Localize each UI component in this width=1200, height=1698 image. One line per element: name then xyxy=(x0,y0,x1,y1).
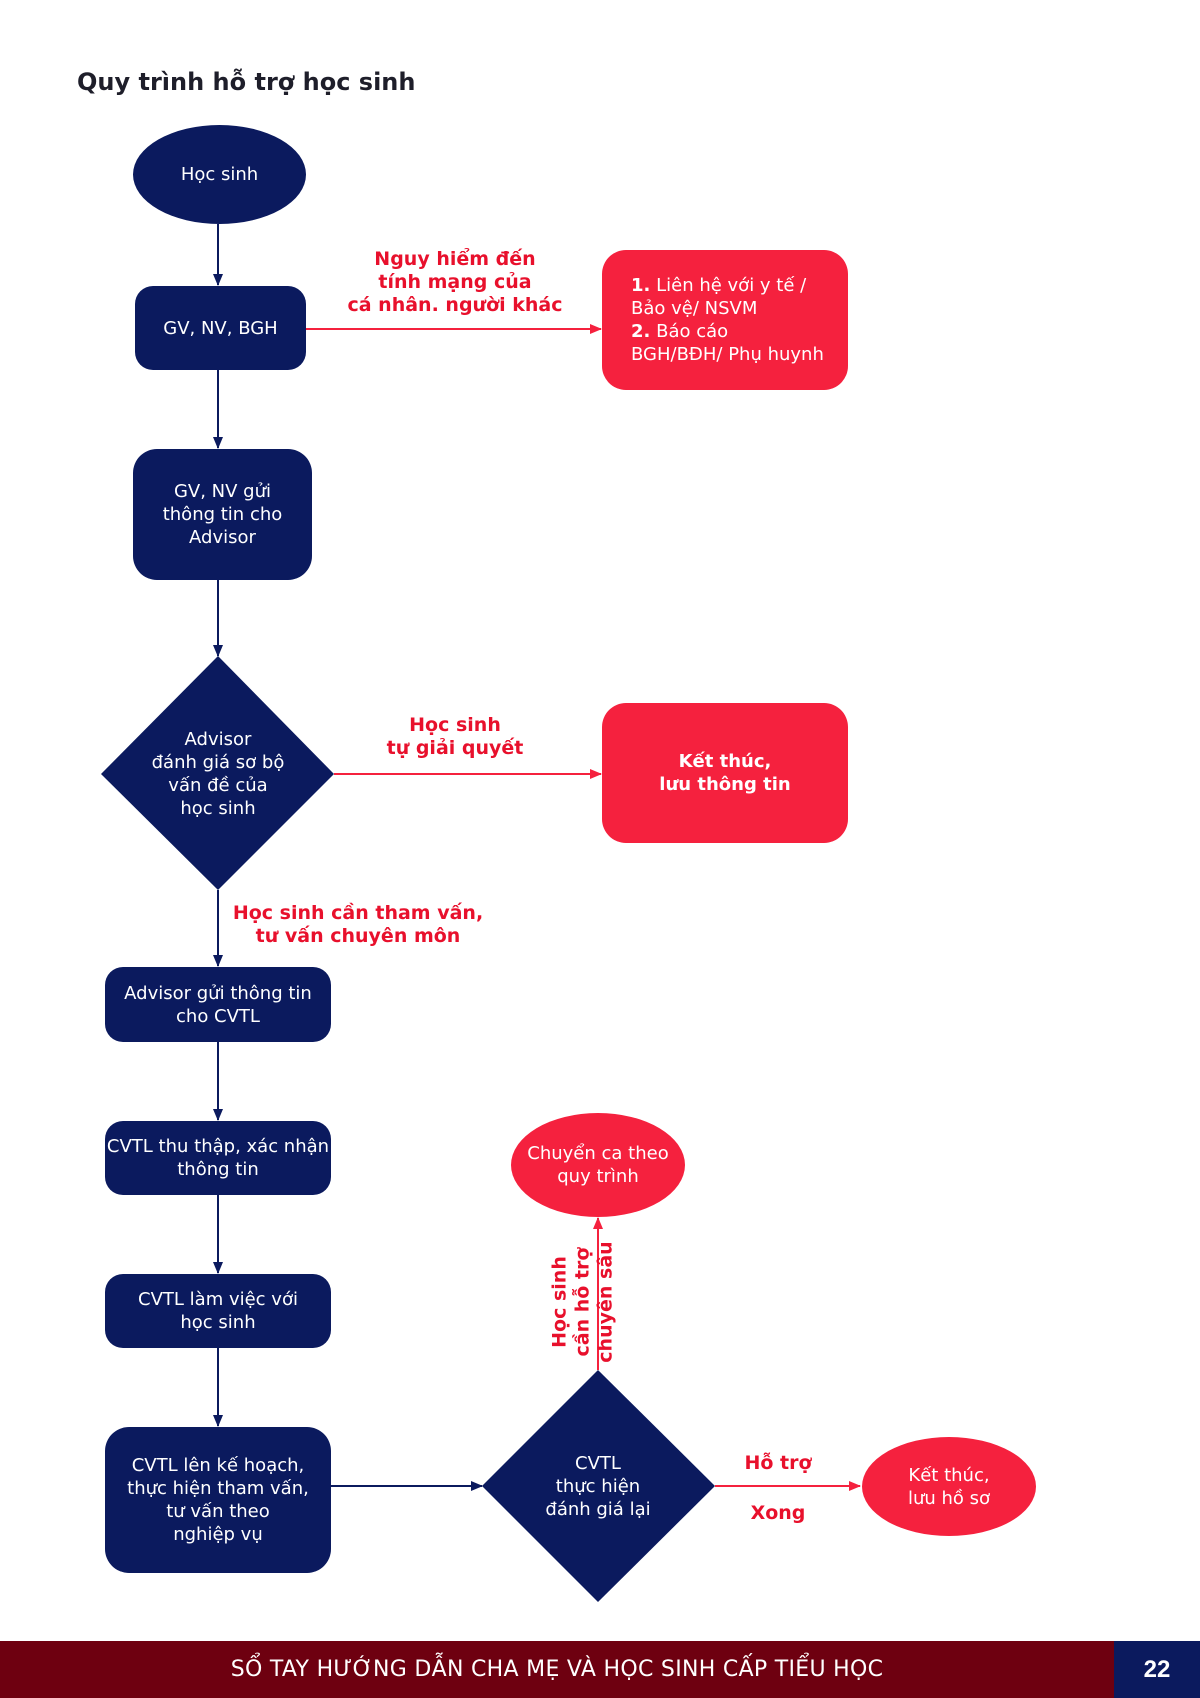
node-emergency-actions: 1. Liên hệ với y tế / Bảo vệ/ NSVM 2. Bá… xyxy=(602,250,848,390)
label-ho-tro: Hỗ trợ xyxy=(744,1452,812,1474)
label-can-tham-van: Học sinh cần tham vấn, tư vấn chuyên môn xyxy=(232,902,484,947)
emergency-step-2-number: 2. xyxy=(631,321,651,342)
page-number: 22 xyxy=(1114,1641,1200,1698)
label-tu-giai-quyet: Học sinh tự giải quyết xyxy=(386,714,524,759)
node-ket-thuc-luu-thong-tin: Kết thúc, lưu thông tin xyxy=(602,703,848,843)
node-ket-thuc-luu-ho-so: Kết thúc, lưu hồ sơ xyxy=(862,1437,1036,1536)
label-xong: Xong xyxy=(750,1502,806,1524)
node-cvtl-danh-gia-lai: CVTL thực hiện đánh giá lại xyxy=(545,1452,651,1520)
footer-title: SỔ TAY HƯỚNG DẪN CHA MẸ VÀ HỌC SINH CẤP … xyxy=(230,1657,884,1682)
footer-bar: SỔ TAY HƯỚNG DẪN CHA MẸ VÀ HỌC SINH CẤP … xyxy=(0,1641,1200,1698)
node-advisor-danh-gia: Advisor đánh giá sơ bộ vấn đề của học si… xyxy=(151,729,285,819)
node-gv-nv-bgh: GV, NV, BGH xyxy=(135,286,306,370)
cvtl-decision-diamond xyxy=(482,1370,715,1602)
emergency-step-2-text: Báo cáo BGH/BĐH/ Phụ huynh xyxy=(631,321,824,365)
node-chuyen-ca: Chuyển ca theo quy trình xyxy=(511,1113,685,1217)
node-cvtl-ke-hoach: CVTL lên kế hoạch, thực hiện tham vấn, t… xyxy=(105,1427,331,1573)
node-cvtl-thu-thap: CVTL thu thập, xác nhận thông tin xyxy=(105,1121,331,1195)
label-nguy-hiem: Nguy hiểm đến tính mạng của cá nhân. ngư… xyxy=(347,248,563,316)
node-advisor-gui-cvtl: Advisor gửi thông tin cho CVTL xyxy=(105,967,331,1042)
node-hoc-sinh: Học sinh xyxy=(133,125,306,224)
node-cvtl-lam-viec: CVTL làm việc với học sinh xyxy=(105,1274,331,1348)
page-title: Quy trình hỗ trợ học sinh xyxy=(77,68,416,96)
advisor-decision-diamond xyxy=(101,656,334,890)
emergency-step-1-text: Liên hệ với y tế / Bảo vệ/ NSVM xyxy=(631,275,807,319)
node-gv-nv-gui-thong-tin: GV, NV gửi thông tin cho Advisor xyxy=(133,449,312,580)
emergency-step-1-number: 1. xyxy=(631,275,651,296)
